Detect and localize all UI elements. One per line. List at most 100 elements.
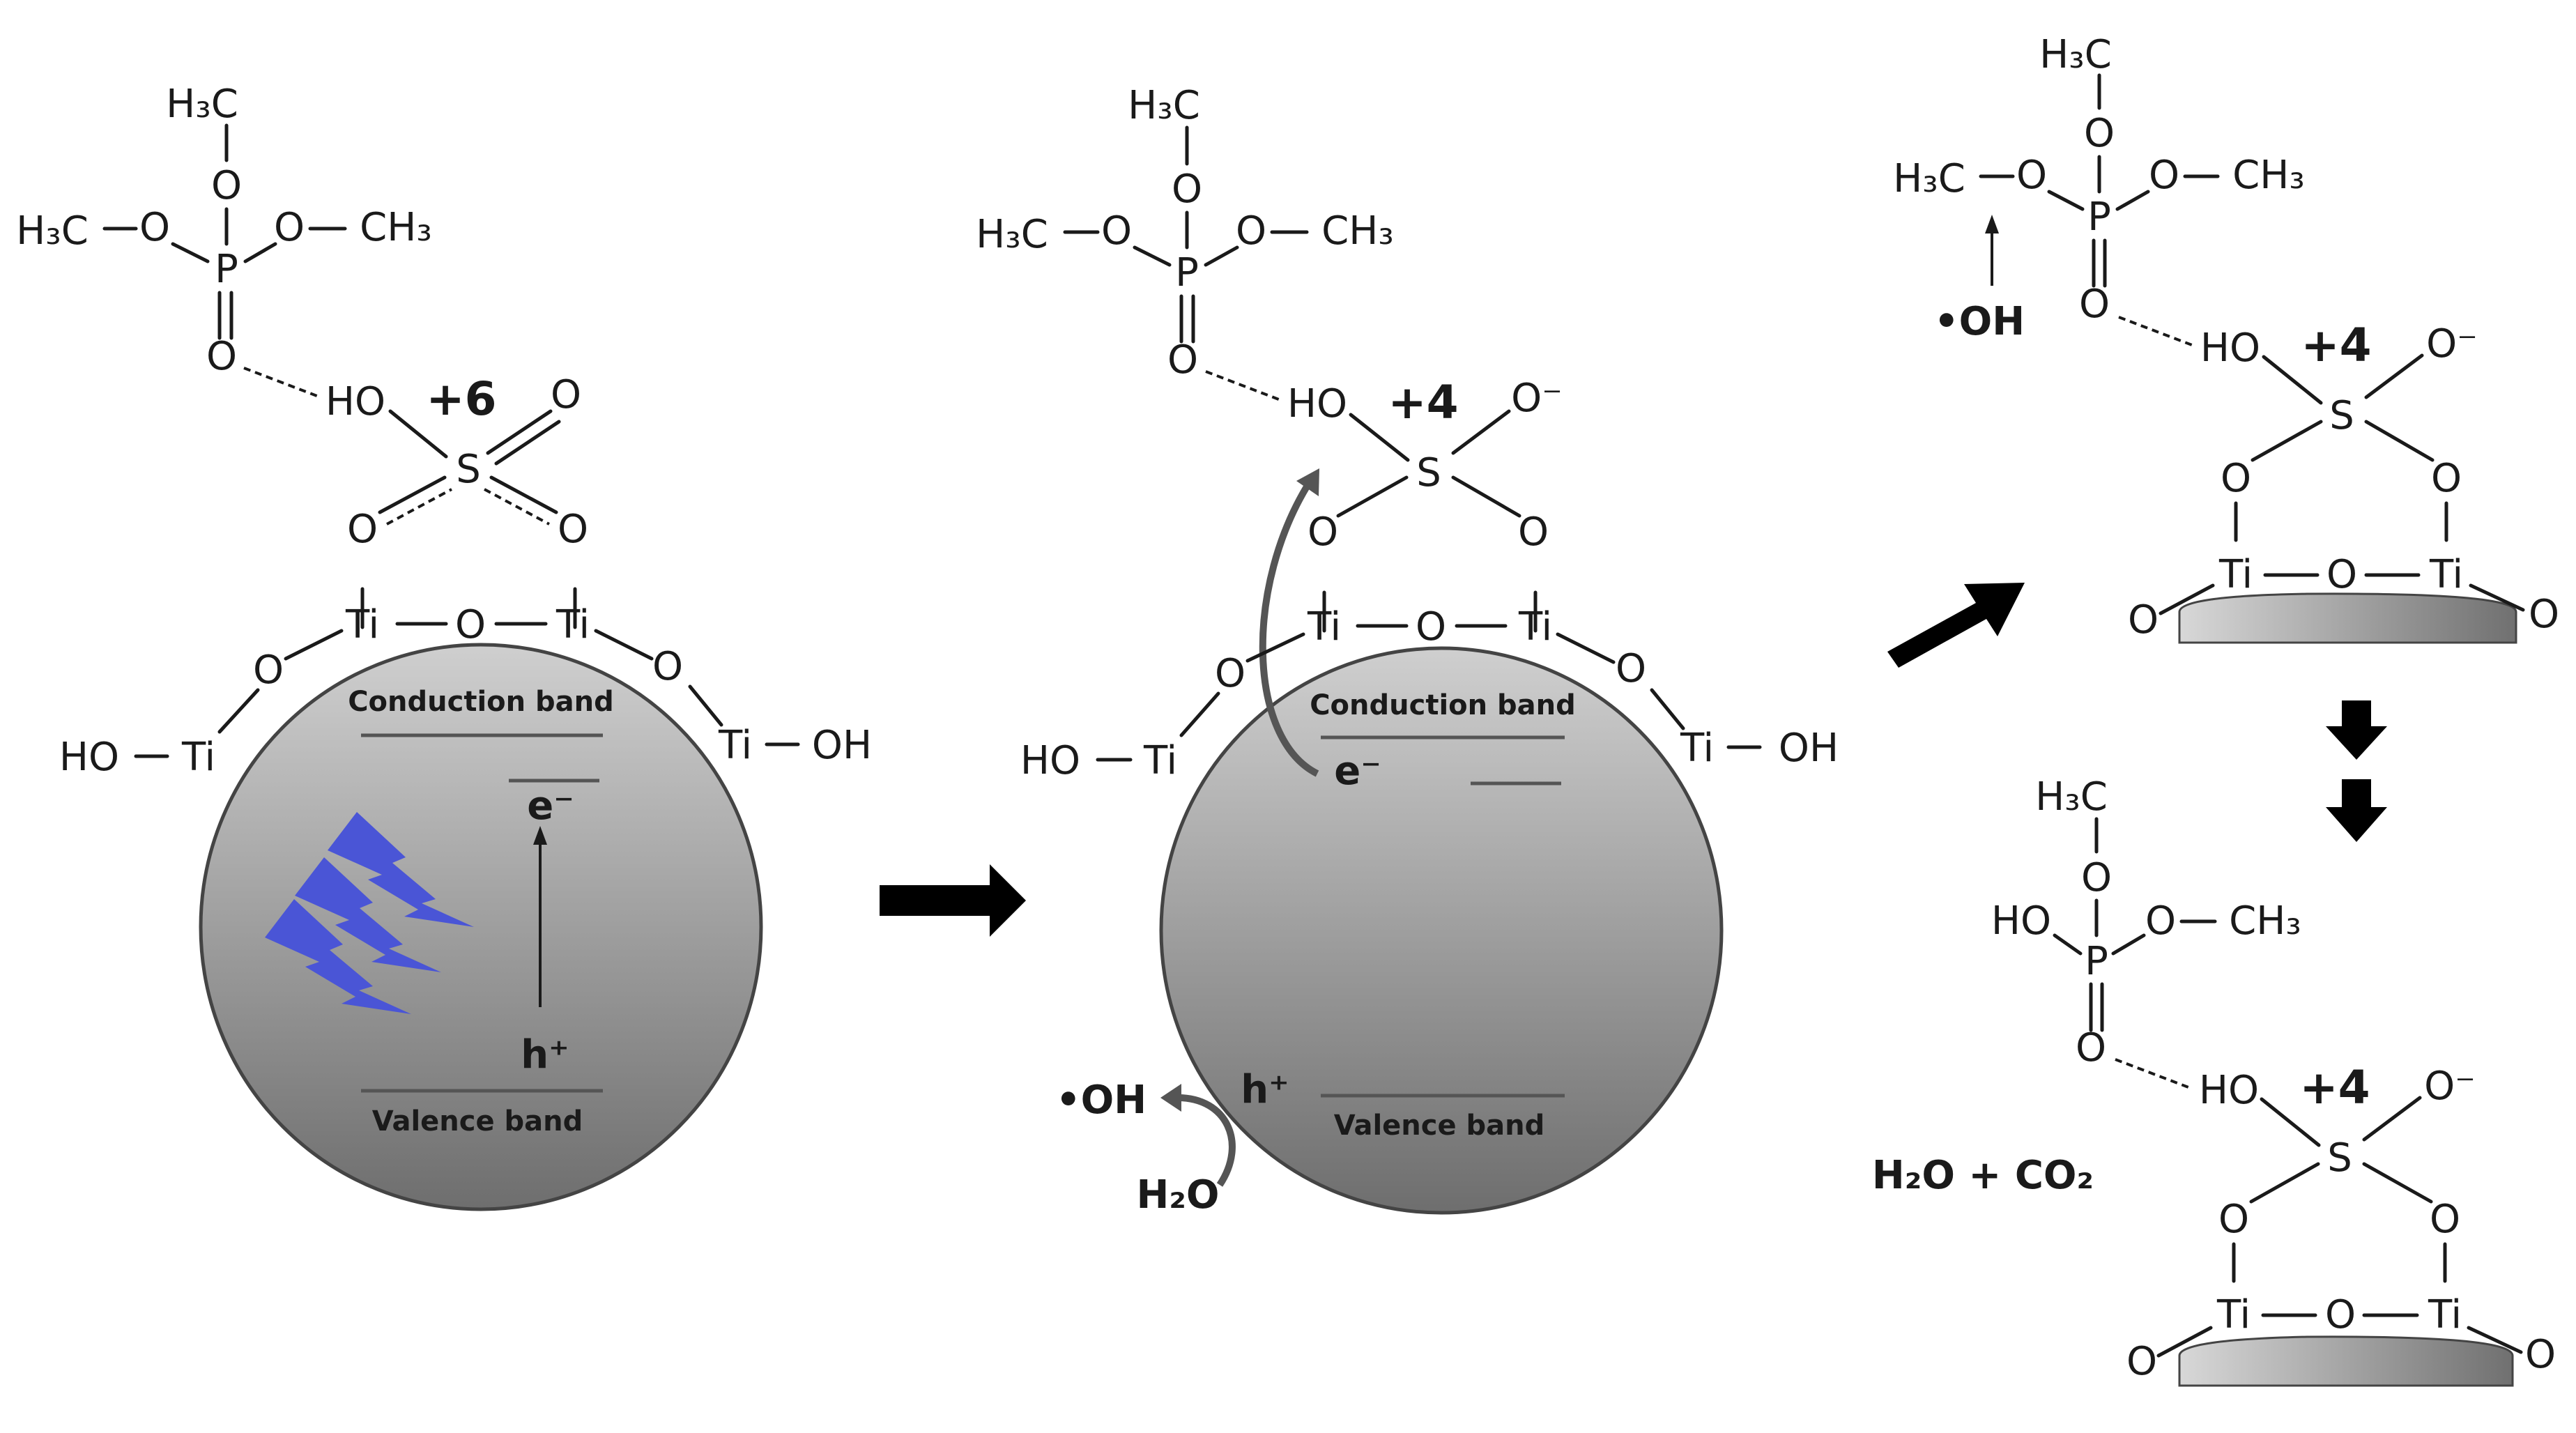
s-atom: S [1416, 450, 1441, 496]
o-atom: O [455, 602, 486, 647]
ho-group: HO [1991, 898, 2051, 944]
o-atom: O [253, 647, 284, 693]
electron-label: e⁻ [1334, 749, 1381, 794]
ho-group: HO [2200, 325, 2260, 371]
hydroxyl-radical-label: •OH [1056, 1078, 1147, 1123]
ti-atom: Ti [181, 735, 215, 780]
o-atom: O [2076, 1025, 2106, 1071]
arrow-down-icon [2326, 700, 2387, 760]
methyl-group: CH₃ [2232, 153, 2305, 198]
valence-band-label: Valence band [372, 1105, 583, 1137]
p-atom: P [215, 247, 238, 292]
o-atom: O [1616, 646, 1646, 691]
s-atom: S [2327, 1135, 2352, 1181]
ti-atom: Ti [345, 602, 379, 647]
arrow-diagonal-icon [1887, 583, 2025, 668]
s-atom: S [456, 447, 481, 492]
surface-slab [2178, 1335, 2514, 1387]
methyl-group: H₃C [2039, 32, 2112, 77]
water-label: H₂O [1137, 1172, 1220, 1218]
o-atom: O [2081, 855, 2112, 901]
methyl-group: CH₃ [360, 205, 432, 250]
ti-atom: Ti [1307, 604, 1341, 650]
o-atom: O [347, 507, 378, 552]
methyl-group: CH₃ [2229, 898, 2301, 944]
hole-label: h⁺ [521, 1032, 569, 1078]
p-atom: P [2085, 939, 2108, 984]
ho-group: HO [59, 735, 119, 780]
hydroxyl-radical-label: •OH [1934, 299, 2025, 344]
arrow-down-icon [2326, 779, 2387, 842]
p-atom: P [1175, 250, 1199, 296]
o-atom: O [2326, 552, 2357, 597]
surface-slab [2178, 592, 2517, 644]
methyl-group: H₃C [2035, 774, 2108, 820]
final-products-label: H₂O + CO₂ [1872, 1153, 2094, 1198]
ti-atom: Ti [1143, 738, 1177, 783]
o-minus-atom: O⁻ [2426, 321, 2478, 367]
panel-reduction-state: Conduction band Valence band e⁻ h⁺ •OH H… [976, 83, 1839, 1218]
oh-group: OH [812, 723, 872, 768]
conduction-band-label: Conduction band [348, 686, 614, 718]
o-atom: O [1101, 208, 1132, 254]
ho-group: HO [2199, 1068, 2259, 1113]
ti-atom: Ti [1680, 726, 1714, 771]
o-atom: O [1167, 337, 1198, 383]
o-atom: O [2145, 898, 2176, 944]
o-minus-atom: O⁻ [1511, 376, 1563, 421]
o-atom: O [274, 205, 305, 250]
methyl-group: H₃C [1893, 156, 1965, 201]
oxidation-state-label: +6 [426, 372, 496, 426]
electron-label: e⁻ [527, 783, 574, 829]
o-atom: O [2016, 153, 2047, 198]
arrow-right-icon [880, 864, 1026, 937]
o-atom: O [2430, 1197, 2460, 1242]
methyl-group: H₃C [166, 82, 238, 127]
panel-initial-state: Conduction band Valence band e⁻ h⁺ Ti O … [16, 82, 872, 1211]
oxidation-state-label: +4 [2299, 1061, 2370, 1114]
o-atom: O [2525, 1332, 2556, 1377]
ho-group: HO [1287, 381, 1347, 427]
o-atom: O [1416, 604, 1446, 650]
methyl-group: H₃C [976, 212, 1048, 257]
p-atom: P [2087, 194, 2111, 240]
o-atom: O [139, 205, 170, 250]
o-atom: O [558, 507, 588, 552]
ho-group: HO [325, 379, 385, 424]
methyl-group: H₃C [1128, 83, 1200, 128]
tio2-particle [199, 643, 763, 1211]
tio2-particle [1159, 646, 1724, 1215]
ti-atom: Ti [2429, 552, 2463, 597]
ti-atom: Ti [2216, 1292, 2251, 1338]
ho-group: HO [1020, 738, 1080, 783]
o-atom: O [2084, 111, 2115, 156]
s-atom: S [2329, 393, 2354, 438]
o-atom: O [2128, 597, 2159, 643]
ti-atom: Ti [2218, 552, 2253, 597]
panel-final-state: Ti O Ti O O O O S O⁻ HO +4 H₃C O P HO O … [1872, 774, 2556, 1387]
o-atom: O [2325, 1292, 2356, 1338]
conduction-band-label: Conduction band [1310, 689, 1576, 721]
o-atom: O [2529, 592, 2559, 637]
ti-atom: Ti [2428, 1292, 2462, 1338]
o-atom: O [1308, 509, 1338, 555]
oxidation-state-label: +4 [1388, 376, 1458, 429]
o-atom: O [551, 372, 581, 417]
methyl-group: CH₃ [1321, 208, 1394, 254]
o-atom: O [2079, 282, 2110, 327]
ti-atom: Ti [1518, 604, 1552, 650]
o-atom: O [1518, 509, 1549, 555]
o-atom: O [1172, 167, 1202, 212]
oh-group: OH [1779, 726, 1839, 771]
lightning-bolts-icon [265, 812, 474, 1014]
o-atom: O [2221, 456, 2251, 501]
o-atom: O [1236, 208, 1266, 254]
oxidation-state-label: +4 [2301, 319, 2371, 372]
methyl-group: H₃C [16, 208, 89, 254]
ti-atom: Ti [718, 723, 752, 768]
o-atom: O [211, 163, 242, 208]
o-atom: O [1215, 651, 1245, 696]
o-atom: O [2149, 153, 2179, 198]
ti-atom: Ti [555, 602, 590, 647]
valence-band-label: Valence band [1334, 1110, 1545, 1142]
